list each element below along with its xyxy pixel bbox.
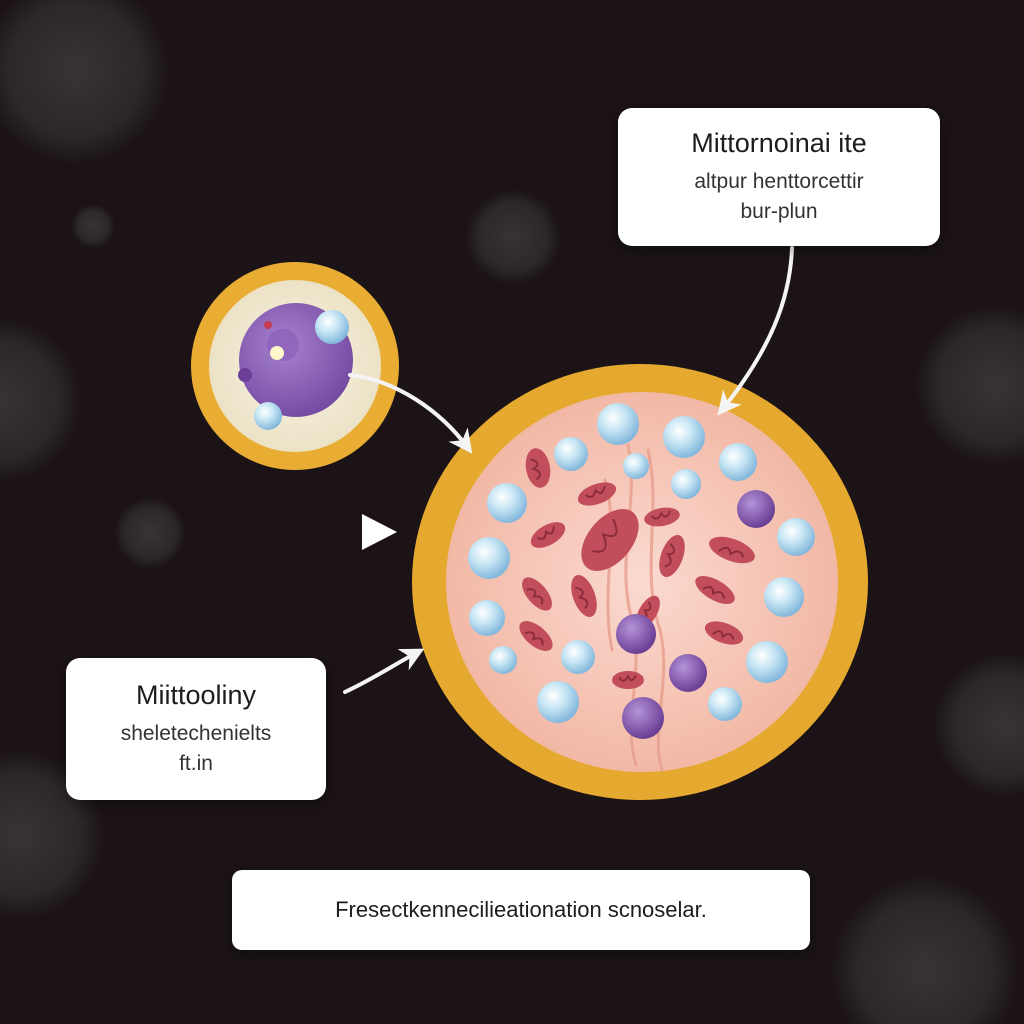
mitochondrion-body [581, 509, 639, 571]
mitochondrion-body [644, 507, 680, 527]
background-circle [933, 653, 1024, 797]
mitochondrion-body [522, 577, 552, 611]
label-top-title: Mittornoinai ite [691, 128, 867, 158]
mitochondrion [709, 536, 755, 564]
mitochondrion-crista [712, 630, 735, 640]
vesicle [777, 518, 815, 556]
background-circle [71, 204, 115, 248]
purple-organelle-group [616, 490, 775, 739]
vesicle [254, 402, 282, 430]
mitochondria-group [519, 448, 755, 689]
mitochondrion-crista [585, 485, 606, 498]
label-box-top: Mittornoinai ite altpur henttorcettir bu… [618, 108, 940, 246]
mitochondrion-body [525, 448, 551, 488]
mitochondrion-crista [664, 543, 675, 568]
vesicle [764, 577, 804, 617]
purple-organelle [622, 697, 664, 739]
arrow-top-label-to-cell [717, 246, 794, 416]
arrow-left-label-to-cell [343, 648, 425, 694]
mitochondrion-body [577, 482, 617, 506]
mitochondrion-crista [651, 510, 672, 520]
vesicle [489, 646, 517, 674]
vesicle [623, 453, 649, 479]
mitochondrion [522, 577, 552, 611]
label-box-left: Miittooliny sheletechenielts ft.in [66, 658, 326, 800]
background-circle [830, 875, 1020, 1024]
background-circle [465, 189, 561, 285]
small-granule [238, 368, 252, 382]
mitochondrion-crista [530, 458, 541, 481]
vesicle [746, 641, 788, 683]
mitochondrion-crista [524, 631, 544, 646]
mitochondrion-body [530, 522, 566, 548]
vesicle [671, 469, 701, 499]
mitochondrion-crista [526, 588, 544, 605]
label-top-line-1: altpur henttorcettir [694, 170, 864, 193]
mitochondrion [519, 621, 553, 651]
mitochondrion [644, 507, 680, 527]
caption-box: Fresectkennecilieationation scnoselar. [232, 870, 810, 950]
label-left-line-1: sheletechenielts [120, 722, 272, 745]
mitochondrion-body [519, 621, 553, 651]
vesicle [468, 537, 510, 579]
vesicle [469, 600, 505, 636]
vesicle [487, 483, 527, 523]
mitochondrion-crista [618, 674, 637, 682]
large-cell-cytoplasm [446, 392, 838, 772]
arrow-small-cell-to-large-cell [348, 373, 473, 454]
mitochondrion [581, 509, 639, 571]
mitochondrion [704, 621, 744, 645]
vesicle [561, 640, 595, 674]
mitochondrion-crista [702, 585, 725, 599]
vesicle [554, 437, 588, 471]
purple-organelle [616, 614, 656, 654]
background-circle [0, 318, 82, 482]
purple-organelle [669, 654, 707, 692]
mitochondrion [577, 482, 617, 506]
mitochondrion-crista [574, 586, 589, 610]
mitochondrion [530, 522, 566, 548]
purple-organelle [737, 490, 775, 528]
large-cell [412, 364, 868, 800]
vesicle [663, 416, 705, 458]
small-granule [264, 321, 272, 329]
arrows [343, 246, 794, 694]
mitochondrion-crista [591, 518, 618, 553]
mitochondrion [695, 576, 735, 604]
mitochondrion-body [695, 576, 735, 604]
small-cell [191, 262, 399, 470]
label-left-title: Miittooliny [135, 680, 257, 710]
mitochondrion [571, 574, 597, 618]
play-triangle-icon [362, 514, 397, 550]
label-left-line-2: ft.in [179, 752, 213, 775]
caption-text: Fresectkennecilieationation scnoselar. [335, 897, 707, 922]
mitochondrion-crista [536, 525, 555, 540]
small-granule [270, 346, 284, 360]
background-circle [0, 0, 170, 165]
vesicle [708, 687, 742, 721]
background-circle [915, 305, 1024, 465]
label-top-line-2: bur-plun [740, 200, 818, 223]
background-circle [114, 497, 186, 569]
vesicle [315, 310, 349, 344]
vesicle-group [468, 403, 815, 723]
vesicle [537, 681, 579, 723]
mitochondrion-body [612, 671, 644, 689]
mitochondrion [659, 534, 685, 578]
mitochondrion [525, 448, 551, 488]
vesicle [597, 403, 639, 445]
mitochondrion-body [571, 574, 597, 618]
vesicle [719, 443, 757, 481]
mitochondrion-crista [718, 546, 745, 558]
mitochondrion [612, 671, 644, 689]
